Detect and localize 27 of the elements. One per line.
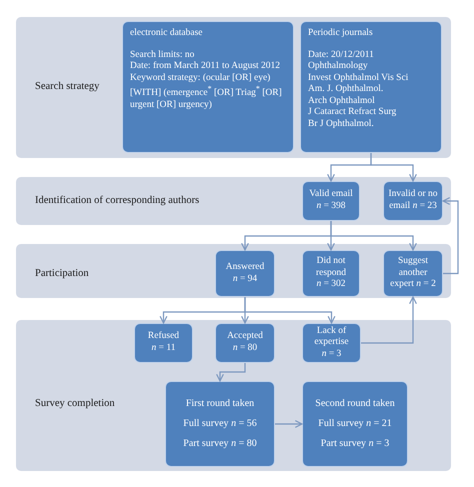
arrow	[330, 221, 417, 251]
process-box: Accepted n = 80	[215, 323, 275, 363]
stage-label: Survey completion	[35, 398, 115, 409]
process-box: Periodic journals Date: 20/12/2011 Ophthalmology Invest Ophthalmol Vis Sci Am. J. Ophthalmol. Arch Ophthalmol J Cataract Refract Surg Br J Ophthalmol.	[300, 21, 442, 153]
process-box: electronic database Search limits: no Date: from March 2011 to August 2012 Keyword strategy: (ocular [OR] eye) [WITH] (emergence$^{*}$ [OR] Triag$^{*}$ [OR] urgent [OR] urgency)	[122, 21, 294, 153]
stage-label: Search strategy	[35, 81, 100, 92]
process-box: Refused n = 11	[134, 323, 193, 363]
process-box: Suggest another expert n = 2	[383, 250, 443, 297]
stage-band	[16, 177, 451, 225]
stage-label: Identification of corresponding authors	[35, 195, 200, 206]
arrow	[361, 296, 417, 344]
arrow	[275, 420, 303, 428]
stage-band	[16, 320, 451, 471]
process-box: Invalid or no email n = 23	[383, 181, 443, 221]
arrow	[216, 363, 246, 382]
stage-band	[16, 17, 451, 158]
process-box: Lack of expertise n = 3	[302, 323, 361, 363]
arrow	[244, 297, 336, 324]
arrow	[442, 197, 459, 274]
arrow	[370, 153, 417, 182]
process-box: Answered n = 94	[215, 250, 275, 297]
process-box: Did not respond n = 302	[302, 250, 360, 297]
stage-band	[16, 244, 451, 298]
process-box: Second round taken Full survey n = 21 Part survey n = 3	[302, 381, 408, 467]
stage-label: Participation	[35, 268, 89, 279]
process-box: Valid email n = 398	[302, 181, 360, 221]
process-box: First round taken Full survey n = 56 Part survey n = 80	[165, 381, 275, 467]
